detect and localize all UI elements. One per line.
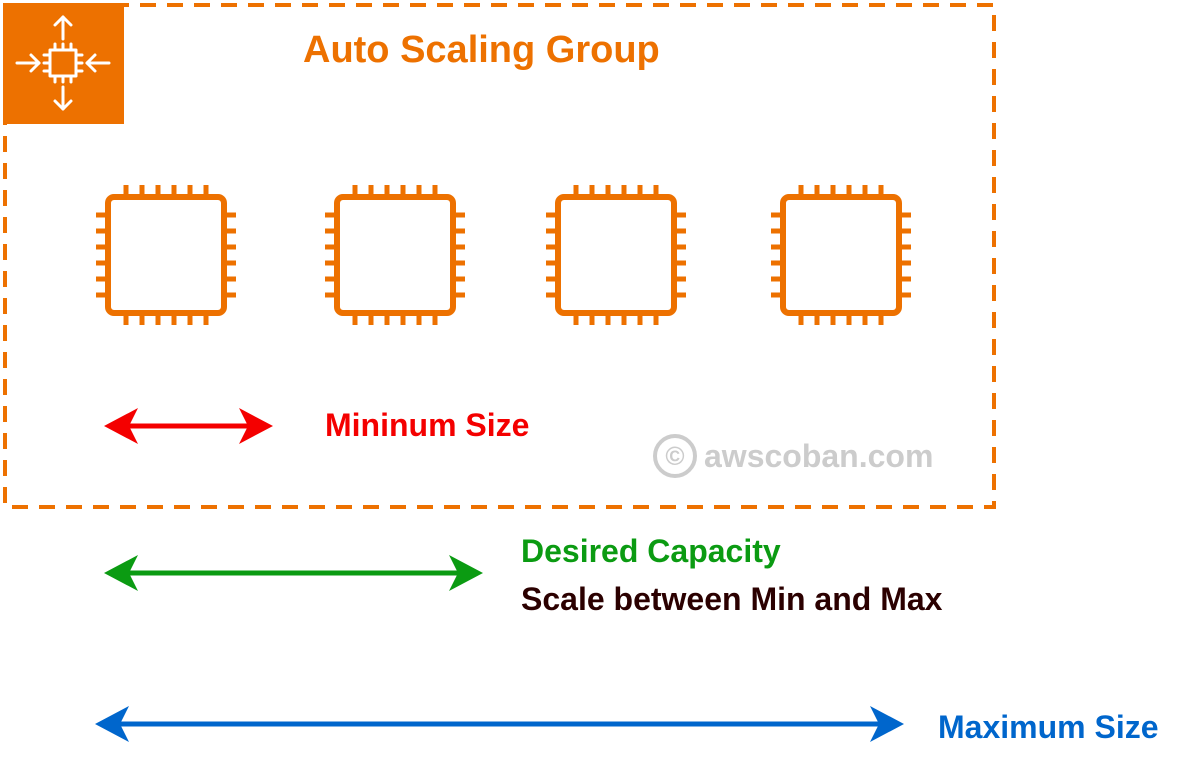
auto-scaling-icon <box>3 3 124 124</box>
copyright-symbol: © <box>665 441 684 471</box>
desired-capacity-arrow <box>104 555 483 591</box>
watermark: © awscoban.com <box>652 432 933 480</box>
copyright-icon: © <box>653 434 697 478</box>
auto-scaling-group-border <box>3 3 996 509</box>
watermark-text: awscoban.com <box>704 438 934 474</box>
scale-description-label: Scale between Min and Max <box>521 581 943 617</box>
desired-capacity-label: Desired Capacity <box>521 533 781 569</box>
ec2-instance-icon <box>771 185 911 325</box>
ec2-instance-icon <box>96 185 236 325</box>
ec2-instance-icon <box>325 185 465 325</box>
group-title: Auto Scaling Group <box>303 29 660 71</box>
ec2-instance-icon <box>546 185 686 325</box>
maximum-size-arrow <box>95 706 904 742</box>
minimum-size-arrow <box>104 408 273 444</box>
maximum-size-label: Maximum Size <box>938 709 1159 745</box>
minimum-size-label: Mininum Size <box>325 407 530 443</box>
